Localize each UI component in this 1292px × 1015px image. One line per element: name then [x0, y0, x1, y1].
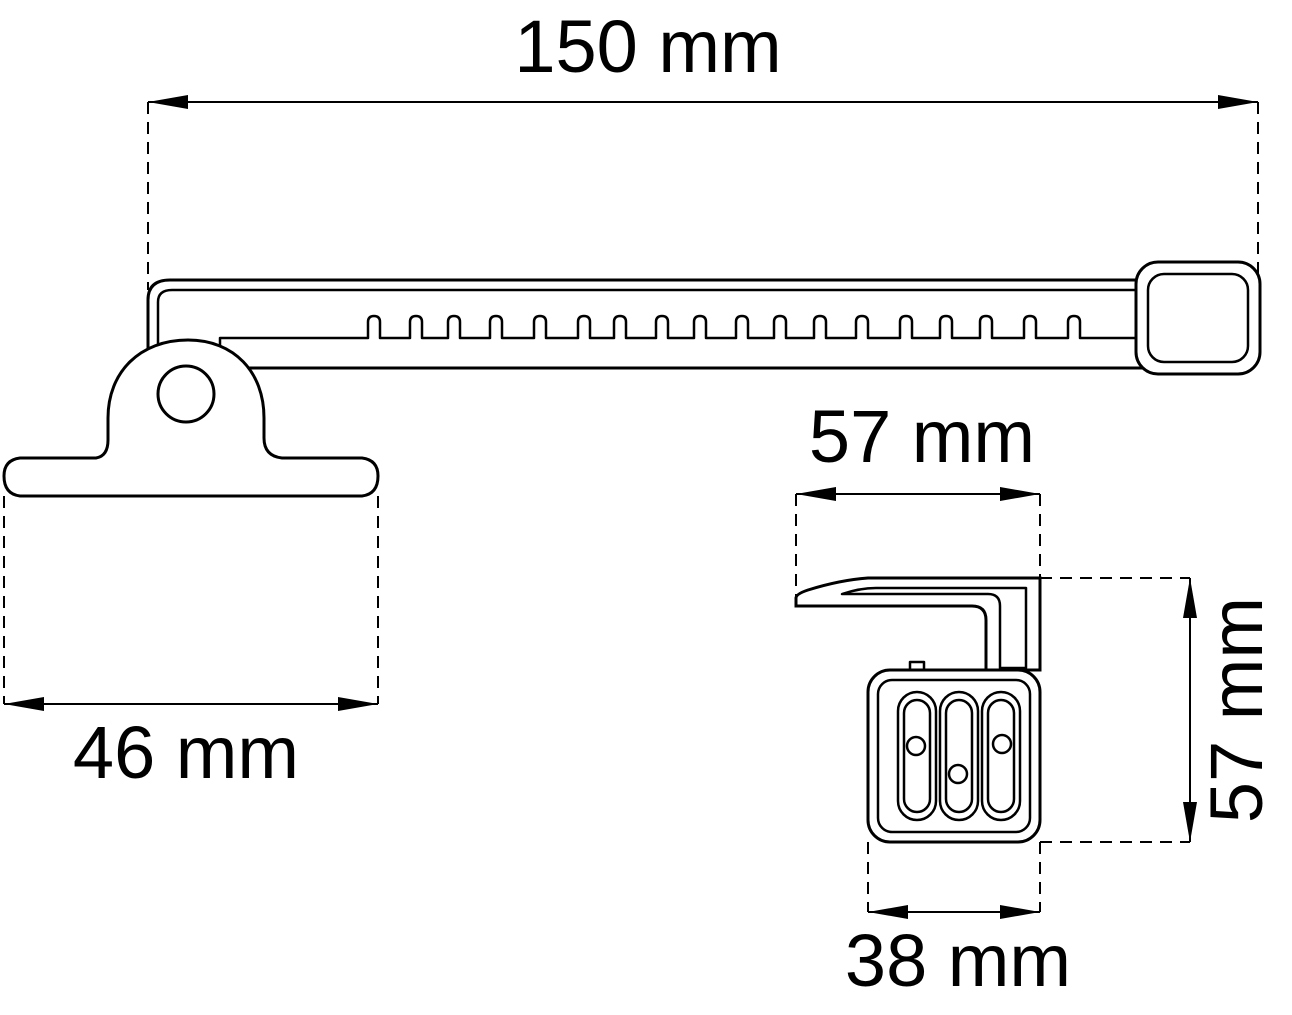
- base-width-label: 46 mm: [73, 711, 299, 794]
- bracket-height-label: 57 mm: [1195, 597, 1278, 823]
- screw-hole-1: [905, 735, 927, 757]
- arrowhead-left: [148, 95, 188, 109]
- bracket-depth-label: 38 mm: [845, 919, 1071, 1002]
- arrowhead-right: [338, 697, 378, 711]
- pivot-base: [2, 338, 380, 498]
- bracket-hook-inner: [840, 586, 1028, 670]
- arrowhead-right: [1000, 487, 1040, 501]
- screw-hole-3: [991, 733, 1013, 755]
- stay-arm: [146, 260, 1262, 376]
- bracket-slot-3-inner: [986, 698, 1016, 814]
- arrowhead-bottom: [1183, 802, 1197, 842]
- bracket-slot-3: [980, 690, 1022, 822]
- dimension-bracket-width: 57 mm: [795, 395, 1041, 598]
- screw-hole-2: [947, 763, 969, 785]
- arrowhead-right: [1218, 95, 1258, 109]
- arrowhead-left: [868, 905, 908, 919]
- dimension-base-width: 46 mm: [3, 496, 379, 794]
- arrowhead-top: [1183, 578, 1197, 618]
- bracket-slot-2: [938, 690, 980, 822]
- bracket: [794, 576, 1042, 844]
- base-plate-outline: [2, 338, 380, 498]
- dimension-bracket-height: 57 mm: [1040, 577, 1278, 843]
- bracket-plate-outer: [866, 668, 1042, 844]
- arrowhead-right: [1000, 905, 1040, 919]
- bracket-slot-2-inner: [944, 698, 974, 814]
- arrowhead-left: [796, 487, 836, 501]
- overall-length-label: 150 mm: [514, 5, 781, 88]
- dimension-bracket-depth: 38 mm: [845, 842, 1071, 1002]
- arm-end-knob-inner: [1146, 272, 1250, 364]
- bracket-width-label: 57 mm: [809, 395, 1035, 478]
- bracket-plate-inner: [876, 678, 1032, 834]
- bracket-slot-1: [896, 690, 938, 822]
- arm-outer-outline: [146, 278, 1152, 370]
- arm-slot-teeth: [218, 314, 1142, 354]
- arm-inner-outline: [156, 288, 1147, 354]
- bracket-hook-outline: [794, 576, 1042, 672]
- bracket-slot-1-inner: [902, 698, 932, 814]
- pivot-hole: [156, 364, 216, 424]
- arm-end-knob-outer: [1134, 260, 1262, 376]
- arrowhead-left: [4, 697, 44, 711]
- dimension-overall-length: 150 mm: [147, 5, 1259, 290]
